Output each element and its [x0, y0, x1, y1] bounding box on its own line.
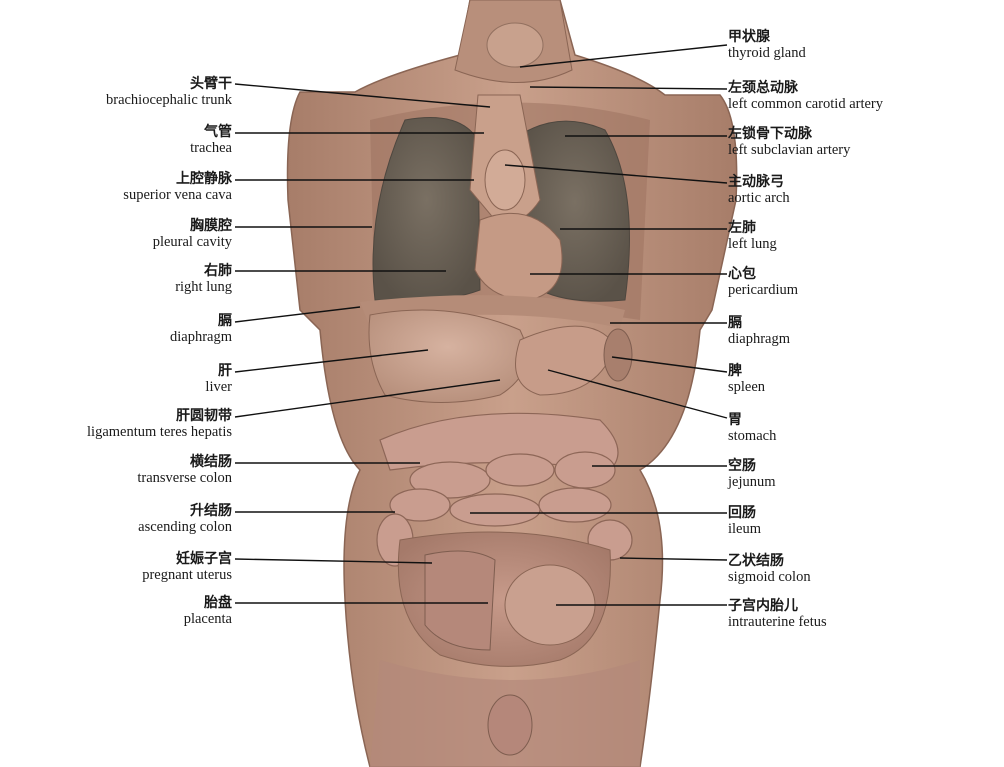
label-en: left subclavian artery [728, 142, 851, 159]
label-intrauterine-fetus: 子宫内胎儿 intrauterine fetus [728, 598, 827, 631]
label-en: jejunum [728, 474, 776, 491]
label-en: placenta [183, 611, 232, 628]
label-en: superior vena cava [123, 187, 232, 204]
label-zh: 左锁骨下动脉 [728, 126, 812, 142]
label-en: pregnant uterus [142, 567, 232, 584]
label-en: transverse colon [137, 470, 232, 487]
label-zh: 妊娠子宫 [176, 551, 232, 567]
label-ligamentum-teres-hepatis: 肝圆韧带 ligamentum teres hepatis [87, 408, 232, 441]
label-transverse-colon: 横结肠 transverse colon [137, 454, 232, 487]
label-zh: 子宫内胎儿 [728, 598, 798, 614]
label-spleen: 脾 spleen [728, 363, 765, 396]
label-en: stomach [728, 428, 777, 445]
label-en: trachea [190, 140, 232, 157]
aortic-arch-shape [484, 149, 526, 211]
label-zh: 膈 [728, 315, 742, 331]
liver-shape [368, 309, 528, 403]
label-zh: 胎盘 [204, 595, 232, 611]
label-en: spleen [728, 379, 766, 396]
label-en: liver [205, 379, 232, 396]
label-zh: 空肠 [728, 458, 756, 474]
label-brachiocephalic-trunk: 头臂干 brachiocephalic trunk [106, 76, 232, 109]
label-zh: 气管 [204, 124, 232, 140]
label-zh: 乙状结肠 [728, 553, 784, 569]
label-jejunum: 空肠 jejunum [728, 458, 776, 491]
label-en: diaphragm [728, 331, 791, 348]
label-en: thyroid gland [728, 45, 806, 62]
placenta-shape [424, 550, 496, 651]
label-zh: 肝圆韧带 [176, 408, 232, 424]
label-zh: 脾 [728, 363, 742, 379]
label-en: left lung [728, 236, 777, 253]
label-zh: 左颈总动脉 [728, 80, 798, 96]
label-ileum: 回肠 ileum [728, 505, 761, 538]
label-zh: 右肺 [204, 263, 232, 279]
pericardium-shape [474, 212, 563, 301]
label-en: diaphragm [169, 329, 232, 346]
label-left-lung: 左肺 left lung [728, 220, 777, 253]
label-zh: 上腔静脉 [176, 171, 232, 187]
label-zh: 甲状腺 [728, 29, 770, 45]
label-sigmoid-colon: 乙状结肠 sigmoid colon [728, 553, 811, 586]
label-left-subclavian-artery: 左锁骨下动脉 left subclavian artery [728, 126, 850, 159]
thyroid-shape [486, 22, 544, 68]
label-thyroid-gland: 甲状腺 thyroid gland [728, 29, 806, 62]
label-zh: 主动脉弓 [728, 174, 784, 190]
label-en: pleural cavity [152, 234, 232, 251]
label-zh: 膈 [218, 313, 232, 329]
genital-shape [487, 694, 533, 756]
label-en: ligamentum teres hepatis [87, 424, 232, 441]
label-en: pericardium [728, 282, 799, 299]
label-right-lung: 右肺 right lung [175, 263, 232, 296]
label-zh: 横结肠 [190, 454, 232, 470]
label-ascending-colon: 升结肠 ascending colon [138, 503, 232, 536]
label-zh: 升结肠 [190, 503, 232, 519]
label-stomach: 胃 stomach [728, 412, 776, 445]
label-trachea: 气管 trachea [190, 124, 232, 157]
label-aortic-arch: 主动脉弓 aortic arch [728, 174, 790, 207]
label-pleural-cavity: 胸膜腔 pleural cavity [153, 218, 232, 251]
label-en: right lung [175, 279, 232, 296]
label-zh: 心包 [728, 266, 756, 282]
label-diaphragm-right: 膈 diaphragm [728, 315, 790, 348]
label-superior-vena-cava: 上腔静脉 superior vena cava [123, 171, 232, 204]
label-en: intrauterine fetus [728, 614, 827, 631]
label-zh: 肝 [218, 363, 232, 379]
label-en: left common carotid artery [728, 96, 884, 113]
label-en: ileum [728, 521, 762, 538]
label-zh: 头臂干 [190, 76, 232, 92]
label-placenta: 胎盘 placenta [184, 595, 232, 628]
label-liver: 肝 liver [205, 363, 232, 396]
fetus-shape [504, 564, 596, 646]
label-en: aortic arch [728, 190, 790, 207]
label-en: sigmoid colon [728, 569, 811, 586]
label-pregnant-uterus: 妊娠子宫 pregnant uterus [142, 551, 232, 584]
label-pericardium: 心包 pericardium [728, 266, 798, 299]
diaphragm-shape [360, 295, 625, 328]
label-zh: 胃 [728, 412, 742, 428]
label-en: ascending colon [138, 519, 232, 536]
label-diaphragm-left: 膈 diaphragm [170, 313, 232, 346]
label-zh: 胸膜腔 [190, 218, 232, 234]
label-left-common-carotid-artery: 左颈总动脉 left common carotid artery [728, 80, 883, 113]
label-zh: 回肠 [728, 505, 756, 521]
label-zh: 左肺 [728, 220, 756, 236]
spleen-shape [603, 328, 633, 382]
label-en: brachiocephalic trunk [105, 92, 232, 109]
